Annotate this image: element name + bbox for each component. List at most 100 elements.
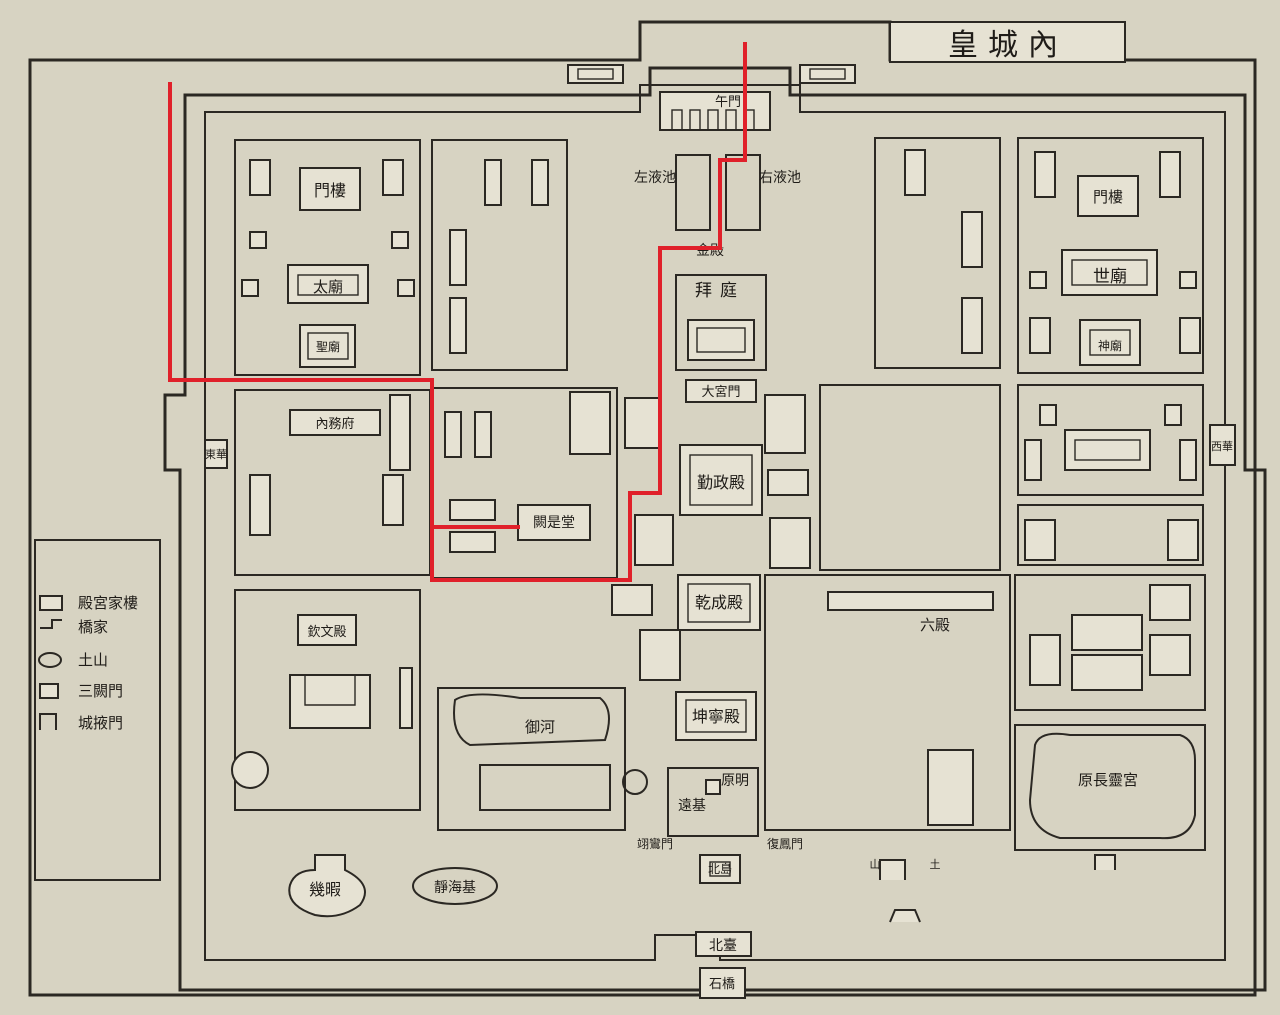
label-shimiao-gate: 門樓 xyxy=(1093,188,1123,206)
label-jixia: 幾暇 xyxy=(309,880,341,899)
side-hall xyxy=(389,394,411,471)
liuhe-court xyxy=(764,574,1011,831)
label-qiancheng: 乾成殿 xyxy=(695,593,743,612)
label-guanjie: 闕是堂 xyxy=(533,515,575,531)
title-plaque xyxy=(889,21,1126,63)
side-hall xyxy=(634,514,674,566)
label-jinghai: 靜海基 xyxy=(434,879,476,896)
side-hall xyxy=(1024,519,1056,561)
pavilion xyxy=(1039,404,1057,426)
side-hall xyxy=(1149,634,1191,676)
label-yuanlingong: 原長靈宮 xyxy=(1078,771,1138,789)
legend-bridge-icon xyxy=(40,619,62,629)
label-zuoyechi: 左液池 xyxy=(634,170,676,186)
label-wenhua: 欽文殿 xyxy=(307,625,346,640)
label-neiwu: 內務府 xyxy=(315,417,354,432)
yuhe-pond xyxy=(453,693,610,747)
pavilion xyxy=(705,779,721,795)
wumen-gate xyxy=(659,91,771,131)
label-beidao: 北島 xyxy=(708,861,732,876)
middle-right-court xyxy=(819,384,1001,571)
side-hall xyxy=(1029,634,1061,686)
legend-label-hill: 土山 xyxy=(78,651,108,669)
yuanlingong-lake xyxy=(1028,732,1196,840)
shimiao-hall xyxy=(1061,249,1158,296)
label-yuanming: 原明 xyxy=(721,773,749,789)
square-platform xyxy=(927,749,974,826)
dagong-gate xyxy=(685,379,757,403)
label-donghua: 東華 xyxy=(205,448,227,461)
second-wall xyxy=(163,66,1267,992)
qinzheng-hall xyxy=(679,444,763,516)
side-hall xyxy=(484,159,502,206)
side-hall xyxy=(449,297,467,354)
side-hall xyxy=(382,159,404,196)
right-hall-d xyxy=(1071,654,1143,691)
round-pavilion xyxy=(622,769,648,795)
legend-hill-icon xyxy=(38,652,62,668)
label-fuhuamen: 復鳳門 xyxy=(767,836,803,851)
legend-gate-icon xyxy=(39,683,59,699)
side-hall xyxy=(444,411,462,458)
legend: 殿宮家樓 橋家 土山 三闕門 城掖門 xyxy=(34,539,161,881)
inner-wall xyxy=(204,84,1226,961)
liuhe-hall xyxy=(827,591,994,611)
shimiao-gate xyxy=(1077,175,1139,217)
label-yuanji: 遠基 xyxy=(678,797,706,814)
side-hall xyxy=(624,397,661,449)
left-pond xyxy=(675,154,711,231)
side-hall xyxy=(382,474,404,526)
side-hall xyxy=(764,394,806,454)
side-hall xyxy=(249,159,271,196)
side-hall xyxy=(611,584,653,616)
label-taimiao-hall: 聖廟 xyxy=(316,339,340,354)
right-compound-b xyxy=(1017,504,1204,566)
right-hall-a xyxy=(1064,429,1151,471)
legend-label-arch: 城掖門 xyxy=(78,714,123,732)
northeast-compound-a xyxy=(874,137,1001,369)
right-compound-c xyxy=(1014,574,1206,711)
side-hall xyxy=(961,211,983,268)
label-qinzheng: 勤政殿 xyxy=(697,473,745,492)
side-hall xyxy=(961,297,983,354)
label-beitai: 北臺 xyxy=(709,938,737,954)
pavilion xyxy=(397,279,415,297)
route-left xyxy=(168,42,747,582)
hill-marker xyxy=(889,909,921,923)
legend-label-bridge: 橋家 xyxy=(78,618,108,636)
side-hall xyxy=(449,229,467,286)
yuhe-garden xyxy=(437,687,626,831)
side-hall xyxy=(1179,317,1201,354)
top-gate-left xyxy=(567,64,624,84)
guanjie-hall xyxy=(517,504,591,541)
taimiao-compound xyxy=(234,139,421,376)
neiwu-hall xyxy=(289,409,381,436)
label-xihua: 西華 xyxy=(1211,440,1233,453)
label-youyechi: 右液池 xyxy=(759,170,801,186)
north-center-compound xyxy=(431,139,568,371)
hill-marker xyxy=(879,859,906,880)
side-hall xyxy=(531,159,549,206)
baiting-hall xyxy=(687,319,755,361)
side-hall xyxy=(449,531,496,553)
shiqiao-bridge xyxy=(699,967,746,999)
rear-hall xyxy=(299,324,356,368)
label-dagong: 大宮門 xyxy=(701,384,740,400)
label-yuhe: 御河 xyxy=(525,718,555,736)
legend-label-building: 殿宮家樓 xyxy=(78,594,138,612)
legend-label-gate: 三闕門 xyxy=(78,682,123,700)
donghua-gate xyxy=(204,439,228,469)
lower-pond xyxy=(479,764,611,811)
side-hall xyxy=(1034,151,1056,198)
side-hall xyxy=(1024,439,1042,481)
side-hall xyxy=(1029,317,1051,354)
label-shimiao-hall: 神廟 xyxy=(1098,338,1122,353)
shimiao-compound xyxy=(1017,137,1204,374)
label-liuhe: 六殿 xyxy=(920,616,950,634)
label-shiqiao: 石橋 xyxy=(709,977,735,992)
map-title: 皇城內 xyxy=(948,28,1068,63)
beidao-island xyxy=(699,854,741,884)
hill-marker xyxy=(1094,854,1116,870)
